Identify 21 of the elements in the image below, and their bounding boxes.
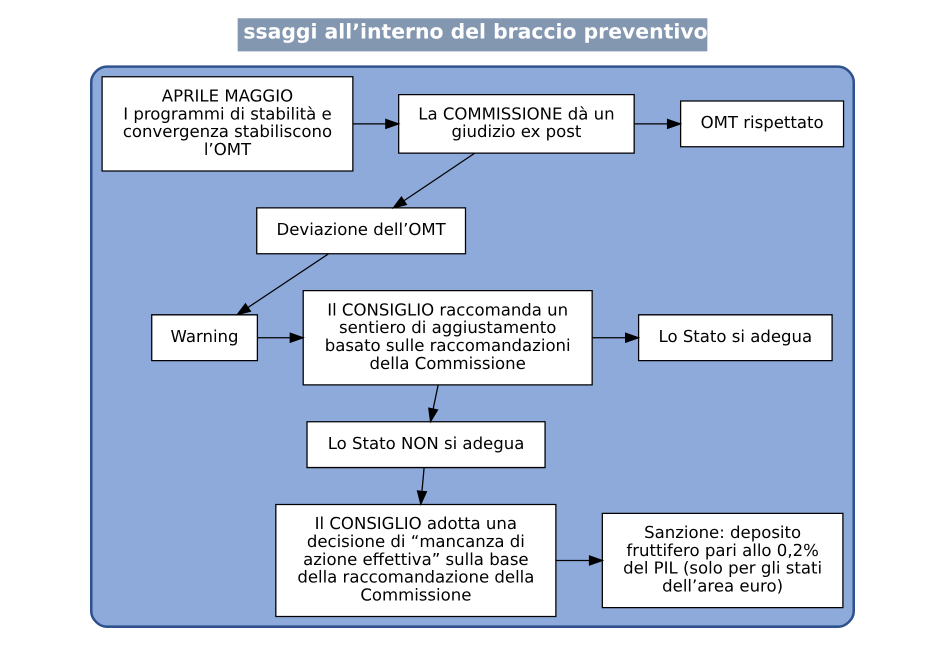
node-box: Lo Stato si adegua (637, 314, 832, 362)
arrow (416, 468, 427, 506)
node-box: Deviazione dell’OMT (256, 207, 466, 254)
arrow (257, 332, 304, 344)
arrow (235, 253, 328, 316)
node-box: Il CONSIGLIO raccomanda un sentiero di aggiustamento basato sulle raccomandazioni della Commissione (302, 290, 592, 386)
node-box: APRILE MAGGIO I programmi di stabilità e convergenza stabiliscono l’OMT (100, 76, 353, 172)
diagram-title: ssaggi all’interno del braccio preventivo (242, 19, 708, 44)
node-box: OMT rispettato (679, 100, 844, 148)
cluster (90, 65, 854, 628)
node-box: Sanzione: deposito fruttifero pari allo 0,2% del PIL (solo per gli stati dell’area euro) (601, 512, 844, 608)
arrow (592, 332, 640, 344)
node-box: Lo Stato NON si adegua (306, 421, 546, 468)
arrow (634, 118, 682, 130)
arrow (556, 555, 604, 566)
node-box: Warning (150, 314, 258, 362)
node-box: Il CONSIGLIO adotta una decisione di “mancanza di azione effettiva” sulla base della raccomandazione della Commissione (274, 504, 556, 618)
arrow (428, 384, 438, 424)
node-box: La COMMISSIONE dà un giudizio ex post (398, 94, 634, 154)
arrow (352, 118, 400, 130)
arrow (391, 152, 474, 209)
